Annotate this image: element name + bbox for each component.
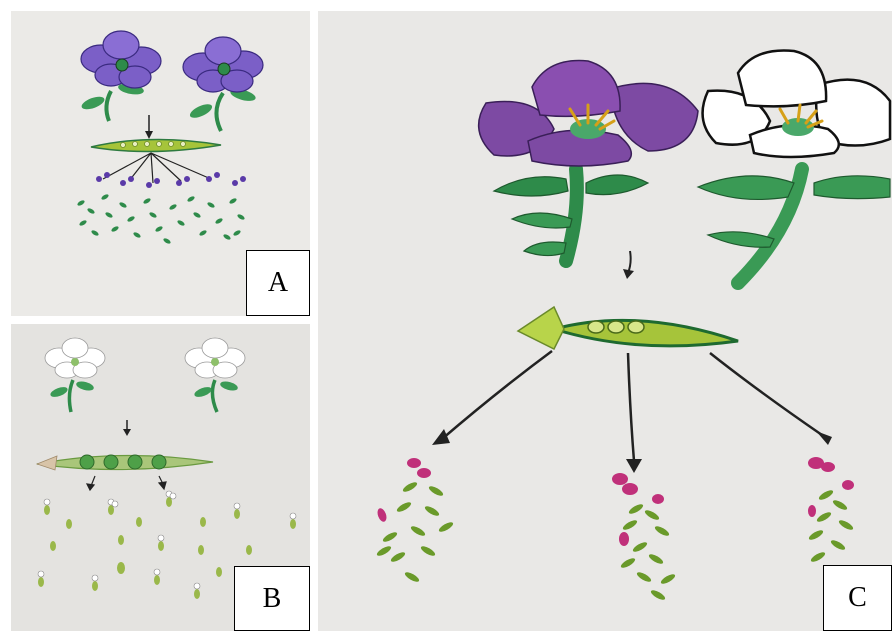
white-parent-flower	[698, 50, 890, 283]
offspring-arrows	[87, 476, 166, 490]
offspring-plants-middle	[612, 473, 676, 602]
offspring-plants	[77, 172, 246, 245]
panel-c-drawing	[318, 11, 892, 631]
purple-flower-right	[183, 37, 263, 131]
panel-b: B	[11, 324, 310, 631]
down-arrow	[145, 115, 153, 139]
panel-c: C	[318, 11, 892, 631]
offspring-plants-left	[376, 458, 455, 584]
purple-parent-flower	[479, 61, 698, 261]
panel-a-label: A	[246, 250, 310, 316]
white-flower-right	[185, 338, 245, 412]
offspring-plants-right	[808, 457, 855, 564]
down-arrow	[623, 251, 634, 279]
white-flower-left	[45, 338, 105, 412]
pea-pod	[91, 139, 221, 151]
offspring-arrows	[442, 351, 822, 461]
panel-c-label: C	[823, 565, 892, 631]
panel-a: A	[11, 11, 310, 316]
down-arrow	[123, 420, 131, 436]
purple-flower-left	[80, 31, 161, 121]
panel-b-label: B	[234, 566, 310, 631]
pea-pod	[518, 307, 738, 349]
pea-pod	[37, 455, 213, 470]
